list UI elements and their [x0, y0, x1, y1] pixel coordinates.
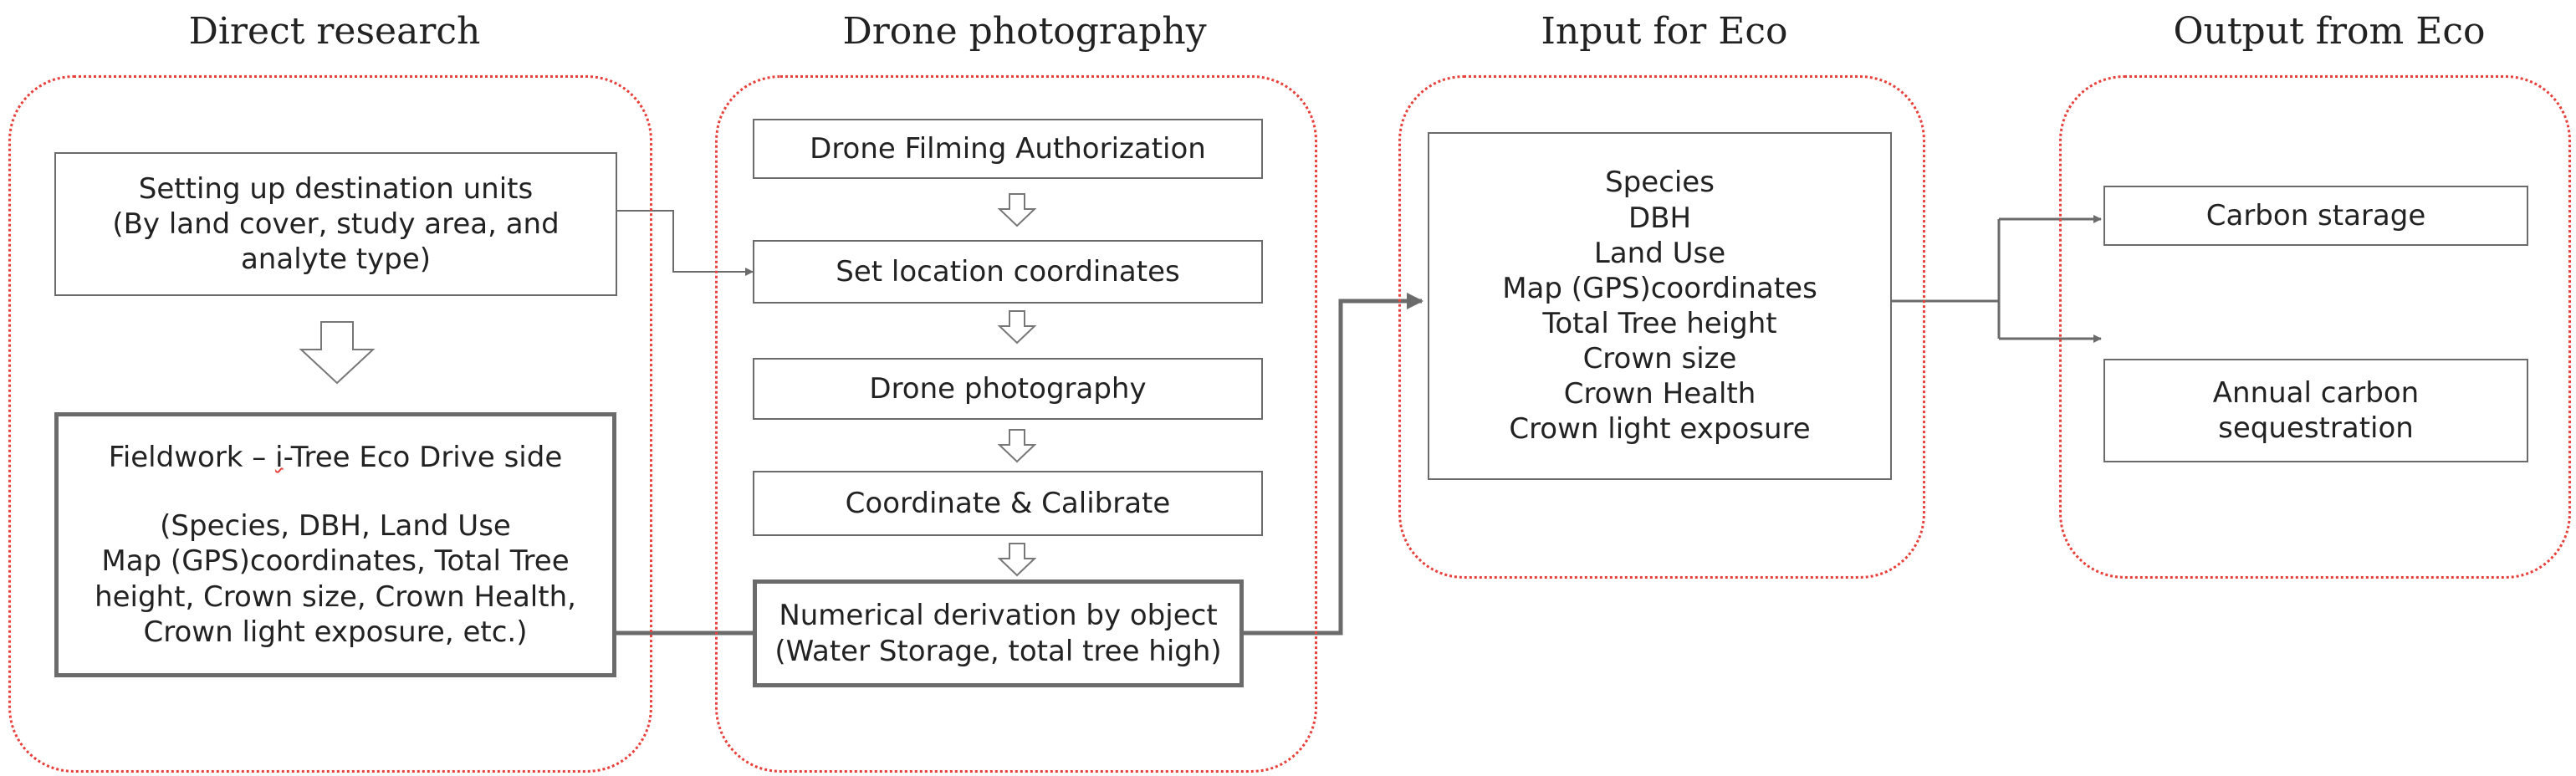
hollow-arrow-down-icon	[299, 321, 376, 385]
fieldwork-title: Fieldwork – i-Tree Eco Drive side	[109, 440, 563, 475]
fieldwork-line: (Species, DBH, Land Use	[160, 509, 511, 544]
group-direct-research	[8, 75, 652, 773]
input-item: Crown Health	[1563, 377, 1756, 411]
column-title-input-for-eco: Input for Eco	[1541, 10, 1788, 53]
connector-setup-to-location	[617, 210, 754, 276]
numerical-derivation-box: Numerical derivation by object (Water St…	[753, 579, 1244, 687]
setup-line: (By land cover, study area, and	[112, 207, 560, 241]
input-item: Total Tree height	[1542, 307, 1777, 340]
setup-destination-units-box: Setting up destination units (By land co…	[54, 152, 617, 296]
drone-step-set-location-coordinates: Set location coordinates	[753, 240, 1263, 304]
derivation-line: (Water Storage, total tree high)	[774, 634, 1222, 668]
fieldwork-line: Crown light exposure, etc.)	[143, 615, 528, 649]
fieldwork-box: Fieldwork – i-Tree Eco Drive side (Speci…	[54, 412, 616, 677]
annual-line: Annual carbon	[2212, 375, 2420, 410]
column-title-direct-research: Direct research	[188, 10, 481, 53]
input-item: DBH	[1628, 201, 1692, 235]
group-output-from-eco	[2059, 75, 2571, 579]
carbon-storage-box: Carbon starage	[2103, 186, 2528, 246]
fieldwork-line: Map (GPS)coordinates, Total Tree	[101, 544, 570, 579]
drone-step-filming-authorization: Drone Filming Authorization	[753, 119, 1263, 179]
fieldwork-title-mark: i	[275, 441, 284, 475]
drone-step-coordinate-calibrate: Coordinate & Calibrate	[753, 471, 1263, 536]
connector-derivation-to-input	[1244, 293, 1423, 636]
fieldwork-title-post: -Tree Eco Drive side	[283, 441, 563, 475]
hollow-arrow-down-icon	[997, 193, 1037, 227]
fieldwork-line: height, Crown size, Crown Health,	[95, 579, 576, 614]
input-item: Land Use	[1593, 236, 1726, 270]
annual-carbon-sequestration-box: Annual carbon sequestration	[2103, 359, 2528, 462]
column-title-drone-photography: Drone photography	[842, 10, 1207, 53]
group-input-for-eco	[1398, 75, 1925, 579]
eco-input-box: Species DBH Land Use Map (GPS)coordinate…	[1428, 132, 1892, 480]
hollow-arrow-down-icon	[997, 310, 1037, 345]
annual-line: sequestration	[2218, 411, 2414, 445]
fieldwork-title-pre: Fieldwork –	[108, 441, 276, 475]
group-drone-photography	[715, 75, 1317, 773]
input-item: Species	[1605, 166, 1715, 200]
setup-line: analyte type)	[240, 242, 432, 277]
input-item: Crown size	[1582, 342, 1737, 376]
derivation-line: Numerical derivation by object	[779, 599, 1218, 633]
hollow-arrow-down-icon	[997, 543, 1037, 577]
column-title-output-from-eco: Output from Eco	[2173, 10, 2486, 53]
drone-step-drone-photography: Drone photography	[753, 358, 1263, 420]
setup-line: Setting up destination units	[138, 171, 534, 206]
input-item: Crown light exposure	[1509, 412, 1811, 447]
hollow-arrow-down-icon	[997, 429, 1037, 463]
input-item: Map (GPS)coordinates	[1502, 271, 1817, 305]
